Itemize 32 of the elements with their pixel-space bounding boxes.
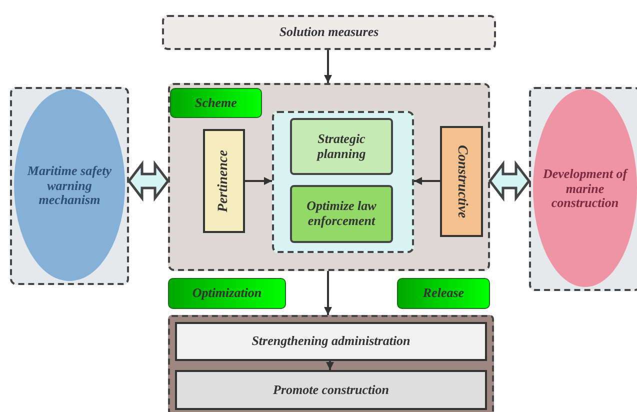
- arrow: [326, 361, 334, 370]
- process-box: [175, 322, 487, 361]
- group-container: [168, 315, 494, 412]
- process-box: [203, 129, 245, 233]
- double-arrow: [488, 160, 531, 202]
- node-label: Strengthening administration: [252, 334, 410, 349]
- node-label: Optimization: [192, 286, 262, 301]
- node-label: Pertinence: [216, 150, 232, 212]
- group-container: [272, 111, 414, 253]
- double-arrow: [127, 160, 170, 202]
- process-box: [440, 126, 483, 237]
- process-box: [290, 118, 393, 175]
- node-label: Constructive: [454, 144, 470, 218]
- process-box: [397, 278, 490, 309]
- arrow: [245, 177, 272, 185]
- node-label: Solution measures: [279, 25, 379, 40]
- node-label: Promote construction: [273, 382, 389, 398]
- node-label: Scheme: [195, 96, 237, 110]
- group-container: [168, 83, 490, 271]
- process-box: [162, 15, 496, 50]
- process-box: [170, 88, 262, 118]
- node-label: Maritime safety warning mechanism: [26, 164, 113, 208]
- arrow: [324, 50, 332, 83]
- node-label: Strategic planning: [316, 132, 367, 162]
- node-label: Optimize law enforcement: [306, 199, 378, 229]
- process-box: [168, 278, 286, 309]
- arrow: [414, 177, 440, 185]
- node-label: Development of marine construction: [542, 166, 630, 212]
- arrow: [324, 271, 332, 315]
- process-box: [175, 370, 487, 410]
- process-box: [290, 185, 393, 243]
- node-label: Release: [422, 286, 464, 301]
